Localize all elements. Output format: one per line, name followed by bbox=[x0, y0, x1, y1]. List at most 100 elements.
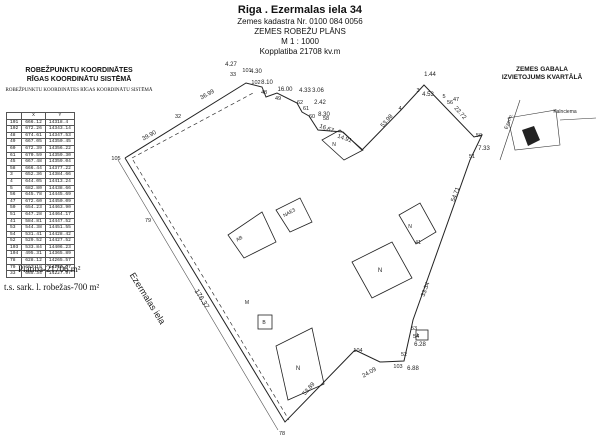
point-label: 3 bbox=[416, 88, 419, 94]
distance-label: 22.72 bbox=[452, 106, 467, 122]
building-label: N bbox=[378, 268, 382, 274]
inset-street-label: Ezerm. bbox=[504, 113, 515, 130]
point-label: 4 bbox=[398, 106, 401, 112]
building-label: B bbox=[262, 320, 266, 326]
location-title-line2: IZVIETOJUMS KVARTĀLĀ bbox=[501, 74, 583, 81]
parcel-highlight bbox=[522, 126, 540, 146]
distance-label: 6.28 bbox=[414, 342, 426, 348]
point-label: 56 bbox=[447, 100, 453, 106]
street-line bbox=[117, 159, 279, 431]
point-label: 79 bbox=[145, 218, 151, 224]
building-label: N bbox=[332, 142, 336, 148]
frontage-length: 176.37 bbox=[193, 288, 210, 310]
distance-label: 1.44 bbox=[424, 72, 436, 78]
point-label: 105 bbox=[111, 156, 120, 162]
distance-label: 24.09 bbox=[361, 366, 378, 379]
point-label: 101 bbox=[242, 68, 251, 74]
distance-label: 16.67 bbox=[318, 124, 335, 135]
distance-label: 8.30 bbox=[318, 112, 330, 118]
plan-scale: M 1 : 1000 bbox=[281, 37, 319, 46]
servitude-line-2 bbox=[132, 159, 290, 421]
distance-label: 8.10 bbox=[261, 80, 273, 86]
building-label: AB bbox=[235, 235, 244, 244]
point-label: 49 bbox=[275, 96, 281, 102]
distance-label: 4.33 bbox=[299, 88, 311, 94]
point-label: 51 bbox=[469, 154, 475, 160]
point-label: 78 bbox=[279, 431, 285, 437]
distance-label: 2.42 bbox=[314, 100, 326, 106]
point-label: 5 bbox=[442, 94, 445, 100]
street-label: Ezermalas iela bbox=[128, 271, 168, 326]
point-label: 61 bbox=[303, 106, 309, 112]
distance-label: 16.00 bbox=[277, 87, 293, 93]
point-label: 54 bbox=[413, 334, 419, 340]
coordinates-title: ROBEŽPUNKTU KOORDINĀTES RĪGAS KOORDINĀTU… bbox=[4, 66, 154, 84]
distance-label: 6.88 bbox=[407, 366, 419, 372]
point-label: 32 bbox=[175, 114, 181, 120]
table-cell: 14227.97 bbox=[44, 270, 75, 278]
area-note: Platiba-21706 m² bbox=[18, 264, 81, 274]
location-title-line1: ZEMES GABALA bbox=[516, 66, 568, 73]
point-label: 48 bbox=[261, 90, 267, 96]
distance-label: 53.89 bbox=[302, 381, 317, 397]
inset-street bbox=[499, 99, 521, 161]
distance-label: 36.99 bbox=[199, 89, 216, 102]
building-label: N bbox=[296, 366, 300, 372]
inset-street bbox=[559, 117, 597, 121]
point-label: 53 bbox=[411, 326, 417, 332]
building bbox=[275, 327, 325, 401]
point-label: 58 bbox=[323, 116, 329, 122]
plan-title: Riga . Ezermalas iela 34 bbox=[237, 4, 363, 16]
building bbox=[227, 211, 277, 259]
cadastre-number: Zemes kadastra Nr. 0100 084 0056 bbox=[237, 17, 363, 26]
point-label: 102 bbox=[251, 80, 260, 86]
distance-label: 33.34 bbox=[421, 281, 432, 298]
building bbox=[321, 129, 364, 161]
point-label: 60 bbox=[309, 114, 315, 120]
building-label: k bbox=[417, 333, 420, 339]
total-area: Kopplatiba 21708 kv.m bbox=[259, 47, 341, 56]
point-label: 41 bbox=[415, 240, 421, 246]
distance-label: 4.27 bbox=[225, 62, 237, 68]
building-label: M bbox=[245, 300, 249, 306]
building bbox=[351, 241, 413, 299]
point-label: 50 bbox=[476, 133, 482, 139]
distance-label: 39.90 bbox=[141, 130, 158, 143]
point-label: 52 bbox=[401, 352, 407, 358]
building bbox=[257, 314, 273, 330]
distance-label: 53.98 bbox=[380, 113, 395, 129]
inset-street-label: Kalnciema bbox=[553, 109, 577, 115]
distance-label: 4.53 bbox=[422, 92, 434, 98]
distance-label: 14.91 bbox=[336, 134, 353, 145]
building bbox=[275, 197, 313, 233]
plan-type: ZEMES ROBEŽU PLĀNS bbox=[254, 27, 346, 36]
parcel-boundary bbox=[124, 82, 483, 423]
distance-label: 7.33 bbox=[478, 146, 490, 152]
block-outline bbox=[507, 109, 561, 151]
point-label: 47 bbox=[453, 97, 459, 103]
point-label: 103 bbox=[393, 364, 402, 370]
servitude-note: t.s. sark. l. robežas-700 m² bbox=[4, 282, 100, 292]
coordinates-subtitle: ROBEŽPUNKTU KOORDINĀTES RĪGAS KOORDINĀTU… bbox=[5, 88, 153, 93]
coordinates-title-line1: ROBEŽPUNKTU KOORDINĀTES bbox=[25, 67, 133, 74]
distance-label: 4.30 bbox=[250, 69, 262, 75]
distance-label: 54.71 bbox=[451, 186, 462, 203]
building-label: NAE3 bbox=[282, 207, 297, 219]
building-label: N bbox=[408, 224, 412, 230]
coordinates-title-line2: RĪGAS KOORDINĀTU SISTĒMĀ bbox=[26, 76, 132, 83]
table-cell: 33 bbox=[5, 270, 23, 278]
building bbox=[415, 329, 429, 341]
point-label: 62 bbox=[297, 100, 303, 106]
point-label: 104 bbox=[353, 348, 362, 354]
point-label: 33 bbox=[230, 72, 236, 78]
servitude-line bbox=[131, 91, 256, 159]
building bbox=[398, 202, 437, 245]
location-title: ZEMES GABALA IZVIETOJUMS KVARTĀLĀ bbox=[492, 66, 592, 82]
distance-label: 3.06 bbox=[312, 88, 324, 94]
location-inset bbox=[499, 99, 597, 161]
